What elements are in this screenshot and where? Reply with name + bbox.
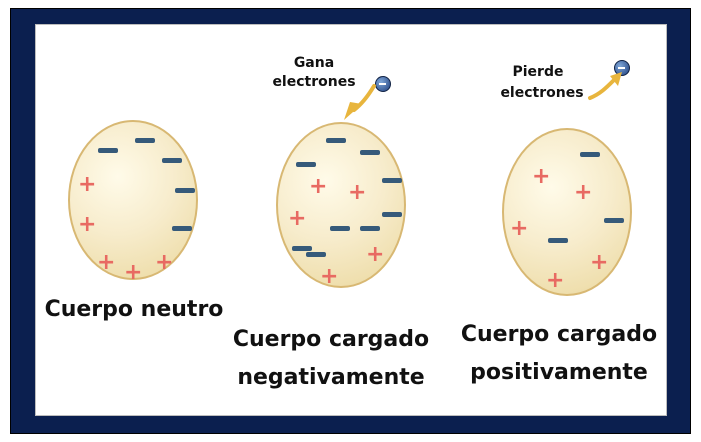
positive-proton: + <box>546 268 565 293</box>
negative-electron <box>296 162 316 167</box>
positive-caption-line2: positivamente <box>470 360 648 385</box>
negative-electron <box>382 178 402 183</box>
negative-electron <box>306 252 326 257</box>
negative-proton: + <box>366 242 385 267</box>
positive-electron <box>604 218 624 223</box>
neutral-body <box>68 120 198 280</box>
positive-proton: + <box>590 250 609 275</box>
negative-electron <box>326 138 346 143</box>
positive-caption-line1: Cuerpo cargado <box>460 322 658 347</box>
positive-electron <box>548 238 568 243</box>
negative-electron <box>330 226 350 231</box>
incoming-electron-icon <box>375 76 391 92</box>
neutral-electron <box>175 188 195 193</box>
negative-electron <box>360 226 380 231</box>
negative-proton: + <box>320 264 339 289</box>
gain-arrow-icon <box>344 84 376 120</box>
negative-proton: + <box>288 206 307 231</box>
neutral-proton: + <box>78 212 97 237</box>
negative-proton: + <box>348 180 367 205</box>
gain-electrons-label-line2: electrones <box>272 74 356 90</box>
neutral-proton: + <box>78 172 97 197</box>
positive-proton: + <box>510 216 529 241</box>
outgoing-electron-icon <box>614 60 630 76</box>
negative-body <box>276 122 406 288</box>
neutral-caption: Cuerpo neutro <box>44 297 224 322</box>
negative-caption-line1: Cuerpo cargado <box>232 327 430 352</box>
positive-body <box>502 128 632 296</box>
gain-electrons-label-line1: Gana <box>293 55 335 71</box>
neutral-proton: + <box>155 250 174 275</box>
lose-electrons-label-line2: electrones <box>500 85 584 101</box>
negative-proton: + <box>309 174 328 199</box>
neutral-electron <box>162 158 182 163</box>
negative-electron <box>382 212 402 217</box>
negative-electron <box>292 246 312 251</box>
neutral-proton: + <box>124 260 143 285</box>
positive-electron <box>580 152 600 157</box>
positive-proton: + <box>532 164 551 189</box>
lose-electrons-label-line1: Pierde <box>512 64 564 80</box>
lose-arrow-icon <box>588 72 622 100</box>
neutral-electron <box>135 138 155 143</box>
positive-proton: + <box>574 180 593 205</box>
neutral-proton: + <box>97 250 116 275</box>
neutral-electron <box>172 226 192 231</box>
negative-electron <box>360 150 380 155</box>
negative-caption-line2: negativamente <box>237 365 425 390</box>
neutral-electron <box>98 148 118 153</box>
